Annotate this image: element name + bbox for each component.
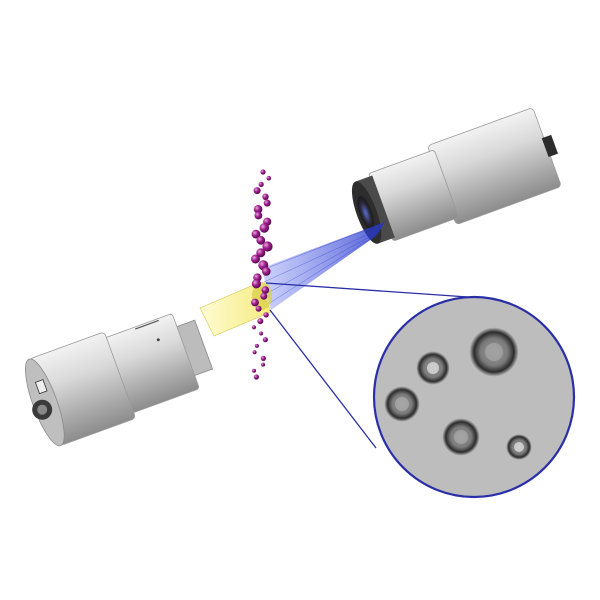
- stream-particle: [263, 312, 269, 318]
- stream-particle: [256, 248, 266, 258]
- stream-particle: [251, 229, 261, 239]
- stream-particle: [263, 199, 271, 207]
- stream-particle: [259, 331, 264, 336]
- stream-particle: [251, 254, 260, 264]
- stream-particle: [254, 211, 263, 220]
- stream-particle: [254, 343, 259, 348]
- stream-particle: [252, 350, 257, 355]
- light-source-cylinder: [25, 313, 214, 447]
- stream-particle: [260, 355, 266, 361]
- stream-particle: [252, 368, 257, 373]
- stream-particle: [262, 337, 268, 343]
- inset-particle: [442, 418, 480, 456]
- stream-particle: [262, 267, 271, 276]
- stream-particle: [261, 286, 270, 294]
- imaging-cone-lines: [261, 222, 385, 305]
- stream-particle: [251, 298, 259, 307]
- stream-particle: [260, 292, 268, 300]
- inset-particle: [469, 327, 519, 377]
- stream-particle: [253, 187, 261, 195]
- magnified-view-inset: [372, 295, 576, 499]
- stream-particle: [259, 223, 270, 233]
- stream-particle: [260, 169, 266, 175]
- stream-particle: [256, 235, 266, 245]
- inset-particle: [416, 351, 450, 385]
- inset-connector-lines: [265, 282, 469, 449]
- stream-particle: [251, 325, 257, 330]
- camera-cylinder: [351, 108, 561, 244]
- stream-particle: [262, 241, 273, 252]
- stream-particle: [251, 279, 261, 289]
- stream-particle: [253, 205, 263, 214]
- stream-particle: [262, 193, 269, 200]
- stream-particle: [253, 374, 259, 380]
- stream-particle: [266, 175, 272, 181]
- stream-particle: [255, 305, 262, 312]
- particle-stream: [251, 169, 273, 380]
- inset-particle: [506, 434, 532, 460]
- stream-particle: [257, 318, 264, 325]
- stream-particle: [261, 362, 266, 367]
- inset-particle: [384, 386, 420, 422]
- stream-particle: [258, 181, 264, 187]
